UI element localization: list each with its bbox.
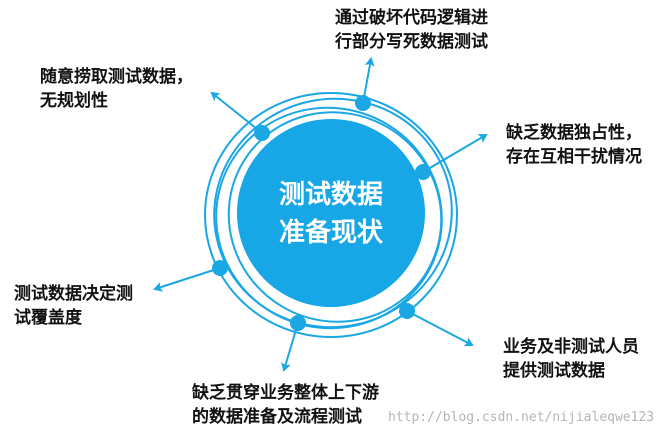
label-lower-right-line1: 业务及非测试人员 bbox=[503, 337, 639, 357]
arrow-upper-right bbox=[422, 133, 488, 173]
node-left bbox=[212, 260, 228, 276]
node-top bbox=[355, 95, 371, 111]
orbit-ring bbox=[227, 111, 443, 323]
label-upper-left-line1: 随意捞取测试数据， bbox=[40, 67, 193, 87]
center-disc bbox=[237, 119, 425, 307]
label-upper-right-line2: 存在互相干扰情况 bbox=[506, 147, 642, 167]
label-bottom: 缺乏贯穿业务整体上下游 的数据准备及流程测试 bbox=[192, 381, 379, 429]
node-upper-right bbox=[415, 164, 431, 180]
label-top-line1: 通过破坏代码逻辑进 bbox=[335, 8, 488, 28]
orbit-ring bbox=[204, 92, 458, 338]
label-left-line1: 测试数据决定测 bbox=[14, 284, 133, 304]
arrow-upper-left bbox=[210, 91, 263, 134]
arrow-lower-right bbox=[406, 310, 474, 347]
label-upper-right-line1: 缺乏数据独占性， bbox=[506, 123, 642, 143]
label-bottom-line2: 的数据准备及流程测试 bbox=[192, 407, 362, 427]
label-upper-left-line2: 无规划性 bbox=[40, 91, 108, 111]
label-lower-right: 业务及非测试人员 提供测试数据 bbox=[503, 335, 639, 383]
label-upper-right: 缺乏数据独占性， 存在互相干扰情况 bbox=[506, 121, 642, 169]
node-upper-left bbox=[254, 125, 270, 141]
center-title-line2: 准备现状 bbox=[279, 218, 384, 248]
arrow-left bbox=[153, 267, 221, 292]
label-left-line2: 试覆盖度 bbox=[14, 308, 82, 328]
label-top-line2: 行部分写死数据测试 bbox=[335, 32, 488, 52]
label-bottom-line1: 缺乏贯穿业务整体上下游 bbox=[192, 383, 379, 403]
node-bottom bbox=[290, 315, 306, 331]
watermark: http://blog.csdn.net/nijialeqwe123 bbox=[388, 410, 655, 425]
center-title-line1: 测试数据 bbox=[279, 180, 383, 210]
label-lower-right-line2: 提供测试数据 bbox=[503, 361, 605, 381]
label-left: 测试数据决定测 试覆盖度 bbox=[14, 282, 133, 330]
label-upper-left: 随意捞取测试数据， 无规划性 bbox=[40, 65, 193, 113]
node-lower-right bbox=[399, 303, 415, 319]
arrow-bottom bbox=[281, 322, 299, 372]
label-top: 通过破坏代码逻辑进 行部分写死数据测试 bbox=[335, 6, 488, 54]
